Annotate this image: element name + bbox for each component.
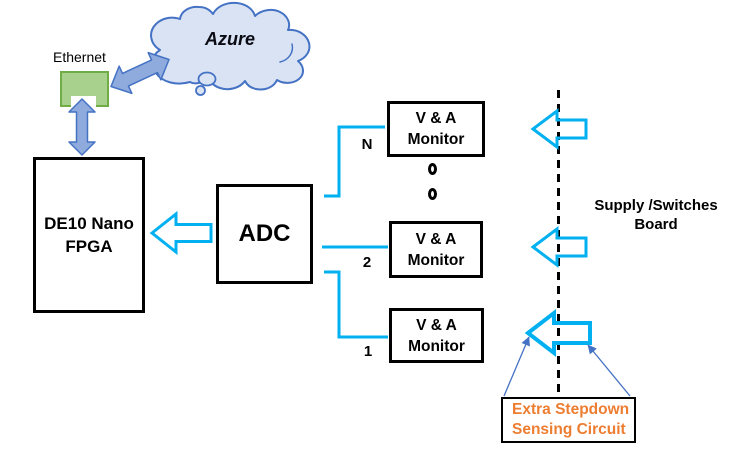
- annotation-arrow-left: [503, 336, 530, 397]
- monitor-n-line2: Monitor: [407, 131, 465, 148]
- adc-fpga-arrow: [149, 210, 213, 256]
- monitor-n-line1: V & A: [415, 110, 457, 127]
- monitor-n-index-label: N: [361, 136, 373, 153]
- fpga-label-line1: DE10 Nano: [44, 214, 134, 233]
- supply-arrow-top: [530, 108, 588, 150]
- cloud-bubble-small: [195, 85, 206, 96]
- fpga-box: DE10 Nano FPGA: [33, 157, 145, 313]
- annotation-arrow-right: [587, 344, 631, 397]
- cloud-crease: [279, 43, 294, 63]
- supply-board-line1: Supply /Switches: [594, 197, 718, 214]
- sensing-circuit-note: Extra Stepdown Sensing Circuit: [501, 397, 636, 443]
- sensing-note-line2: Sensing Circuit: [512, 421, 626, 438]
- azure-cloud-label: Azure: [204, 29, 255, 49]
- adc-monitor-1-connector: [324, 270, 388, 339]
- adc-box: ADC: [216, 184, 313, 284]
- monitor-1-line2: Monitor: [408, 337, 465, 355]
- monitor-box-2: V & A Monitor: [389, 221, 483, 278]
- ethernet-azure-arrow: [110, 51, 170, 95]
- monitor-1-index-label: 1: [363, 343, 373, 360]
- monitor-box-n: V & A Monitor: [387, 101, 485, 157]
- monitor-1-line1: V & A: [416, 316, 457, 334]
- ellipsis-dot-bottom: [428, 188, 437, 200]
- sensing-note-line1: Extra Stepdown: [512, 401, 630, 418]
- supply-arrow-bottom: [524, 308, 592, 358]
- ethernet-label: Ethernet: [53, 49, 106, 65]
- monitor-2-line1: V & A: [415, 230, 457, 248]
- monitor-box-1: V & A Monitor: [389, 308, 484, 363]
- ethernet-fpga-arrow: [68, 98, 96, 156]
- monitor-2-index-label: 2: [362, 254, 372, 271]
- supply-board-line2: Board: [634, 216, 678, 233]
- fpga-label-line2: FPGA: [65, 237, 113, 256]
- supply-board-label: Supply /Switches Board: [580, 196, 731, 234]
- cloud-bubble-large: [197, 71, 217, 87]
- ellipsis-dot-top: [428, 163, 437, 175]
- monitor-2-line2: Monitor: [407, 251, 465, 269]
- azure-cloud-shape: [150, 1, 311, 91]
- supply-arrow-middle: [530, 226, 588, 268]
- adc-label: ADC: [238, 220, 291, 247]
- adc-monitor-n-connector: [324, 125, 385, 198]
